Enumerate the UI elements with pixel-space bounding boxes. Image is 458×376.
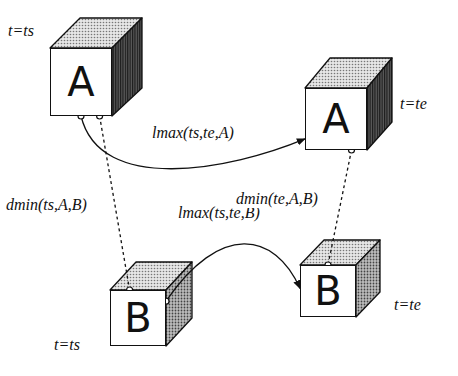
cube-front-face: A	[305, 88, 367, 150]
time-label: t=ts	[52, 336, 82, 354]
cube-letter: A	[322, 99, 349, 139]
time-label: t=te	[398, 95, 429, 113]
cube-letter: B	[124, 298, 151, 338]
time-label: t=te	[392, 296, 423, 314]
edge-label: dmin(te,A,B)	[234, 190, 320, 208]
distance-line	[100, 116, 130, 290]
cube-b-ts-faces	[110, 262, 192, 346]
cube-letter: A	[67, 62, 94, 102]
cube-front-face: B	[110, 290, 166, 346]
edge-label: dmin(ts,A,B)	[4, 196, 89, 214]
edge-label: lmax(ts,te,A)	[150, 124, 236, 142]
cube-b-te-faces	[300, 240, 380, 317]
time-label: t=ts	[6, 22, 36, 40]
cube-a-ts-faces	[50, 18, 142, 116]
trajectory-arrow	[166, 244, 300, 301]
cube-letter: B	[314, 271, 341, 311]
cube-a-te-faces	[305, 58, 392, 150]
distance-line	[328, 150, 352, 265]
cube-front-face: B	[300, 265, 356, 317]
cube-front-face: A	[50, 48, 112, 116]
trajectory-arrow	[81, 116, 305, 169]
